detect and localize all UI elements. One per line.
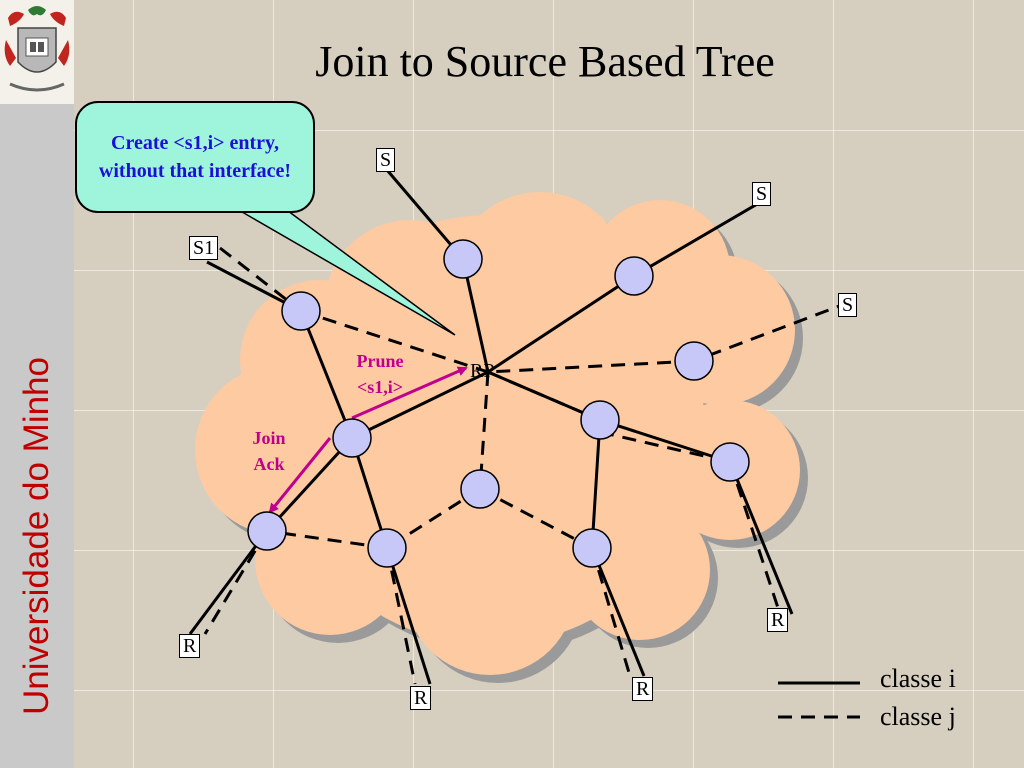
callout-box	[75, 101, 315, 213]
prune-entry-label: <s1,i>	[356, 377, 404, 397]
legend-dashed-label: classe j	[880, 702, 956, 731]
router-node	[367, 528, 407, 568]
prune-annotation: Prune <s1,i>	[338, 348, 422, 400]
legend-solid-label: classe i	[880, 664, 956, 693]
prune-label: Prune	[356, 351, 404, 371]
source-s1-box: S1	[189, 236, 219, 260]
router-nodes	[247, 239, 750, 568]
join-label: Join	[252, 428, 286, 448]
router-node	[460, 469, 500, 509]
source-s-right-box: S	[838, 293, 858, 317]
router-node	[580, 400, 620, 440]
receiver-r-bottom-center-box: R	[410, 686, 432, 710]
router-node	[443, 239, 483, 279]
router-node	[332, 418, 372, 458]
rp-label: RP	[470, 360, 495, 382]
university-crest-icon	[4, 6, 70, 92]
ack-label: Ack	[253, 454, 285, 474]
prune-arrow	[351, 366, 468, 420]
router-node	[710, 442, 750, 482]
router-node	[572, 528, 612, 568]
router-node	[281, 291, 321, 331]
classe-j-edges	[203, 246, 851, 685]
page-title: Join to Source Based Tree	[315, 37, 775, 86]
router-node	[674, 341, 714, 381]
join-ack-annotation: Join Ack	[232, 425, 306, 477]
receiver-r-right-box: R	[767, 608, 789, 632]
router-node	[614, 256, 654, 296]
router-node	[247, 511, 287, 551]
join-ack-arrow	[268, 437, 332, 514]
source-s-top-box: S	[376, 148, 396, 172]
callout-text: Create <s1,i> entry, without that interf…	[98, 132, 292, 182]
sidebar: Universidade do Minho	[0, 104, 74, 768]
receiver-r-bottom-right-box: R	[632, 677, 654, 701]
receiver-r-left-box: R	[179, 634, 201, 658]
logo-panel	[0, 0, 74, 104]
source-s-upper-right-box: S	[752, 182, 772, 206]
